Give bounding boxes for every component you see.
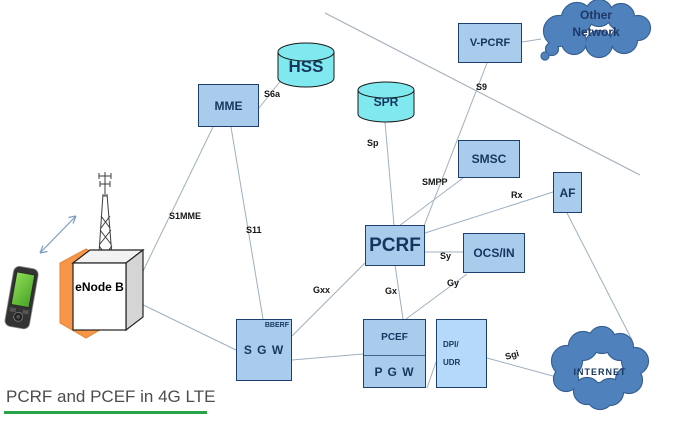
node-ocs-in: OCS/IN (463, 233, 525, 273)
edge-label-gy: Gy (447, 278, 460, 288)
pgw-label: P G W (374, 364, 415, 379)
roaming-boundary-line (324, 12, 641, 176)
node-v-pcrf: V-PCRF (458, 23, 522, 63)
internet-label: INTERNET (573, 367, 627, 377)
sgw-bberf-tag: BBERF (264, 322, 289, 329)
internet-cloud-icon (550, 325, 650, 411)
connection-lines (129, 38, 633, 389)
node-smsc: SMSC (458, 140, 520, 178)
node-pcrf: PCRF (365, 225, 425, 266)
dpi-line1: DPI/ (443, 340, 459, 349)
hss-database-cylinder-icon (277, 42, 335, 88)
other-network-cloud-icon (540, 0, 652, 61)
node-enodeb-label: eNode B (75, 280, 124, 294)
edge-label-gx: Gx (385, 286, 398, 296)
wireless-link-arrow-icon (39, 215, 77, 254)
edge-label-rx: Rx (511, 190, 523, 200)
node-af: AF (553, 172, 582, 213)
edge-label-sy: Sy (440, 251, 452, 261)
node-mme: MME (198, 84, 259, 127)
title-underline (4, 411, 207, 414)
other-network-line2: Network (572, 25, 620, 39)
edge-label-s9: S9 (476, 82, 488, 92)
node-sgw: BBERF S G W (236, 319, 292, 381)
node-spr-label: SPR (373, 95, 399, 109)
edge-label-smpp: SMPP (422, 177, 448, 187)
enodeb-cube (71, 248, 145, 332)
edge-label-s1mme: S1MME (169, 211, 202, 221)
edge-label-gxx: Gxx (313, 285, 331, 295)
mobile-phone-icon (4, 265, 39, 330)
node-pgw: PCEF P G W (363, 319, 426, 388)
diagram-title: PCRF and PCEF in 4G LTE (6, 387, 216, 406)
node-hss-label: HSS (288, 57, 324, 76)
other-network-line1: Other (579, 8, 612, 22)
edge-label-s11: S11 (246, 225, 262, 235)
edge-label-s6a: S6a (264, 89, 281, 99)
dpi-line2: UDR (443, 358, 461, 367)
pgw-pcef-tag: PCEF (364, 320, 425, 356)
sgw-label: S G W (243, 343, 285, 357)
edge-label-sp: Sp (367, 138, 379, 148)
other-network-label: Other Network (552, 7, 640, 41)
node-dpi-udr: DPI/ UDR (436, 319, 487, 388)
spr-database-cylinder-icon (357, 81, 415, 123)
